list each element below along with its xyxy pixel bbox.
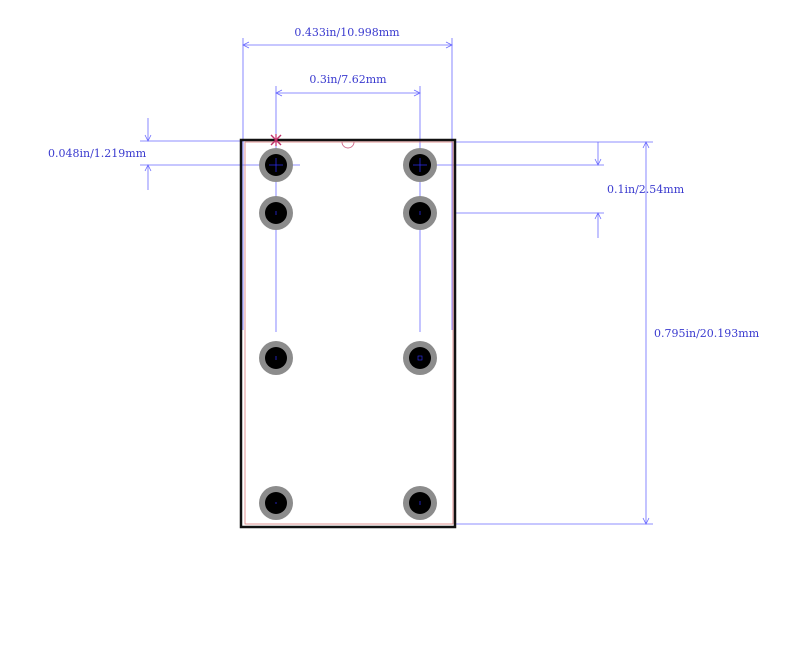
pad-grid xyxy=(259,148,437,520)
dim-top-offset: 0.048in/1.219mm xyxy=(48,118,300,190)
dim-overall-width: 0.433in/10.998mm xyxy=(242,26,453,330)
pad-1 xyxy=(259,148,293,182)
row-spacing-label: 0.3in/7.62mm xyxy=(309,73,387,86)
pad-3 xyxy=(259,341,293,375)
top-offset-label: 0.048in/1.219mm xyxy=(48,147,147,160)
pin1-notch xyxy=(341,141,355,149)
overall-width-label: 0.433in/10.998mm xyxy=(294,26,400,39)
pad-7 xyxy=(403,196,437,230)
pad-5 xyxy=(403,486,437,520)
pad-4 xyxy=(259,486,293,520)
overall-height-label: 0.795in/20.193mm xyxy=(654,327,760,340)
component-body xyxy=(239,138,457,529)
dim-pin-pitch: 0.1in/2.54mm xyxy=(420,142,685,238)
pad-8 xyxy=(403,148,437,182)
pad-2 xyxy=(259,196,293,230)
pad-6 xyxy=(403,341,437,375)
dim-row-spacing: 0.3in/7.62mm xyxy=(275,73,421,332)
dim-overall-height: 0.795in/20.193mm xyxy=(455,141,760,525)
pin1-marker-icon xyxy=(270,134,282,146)
